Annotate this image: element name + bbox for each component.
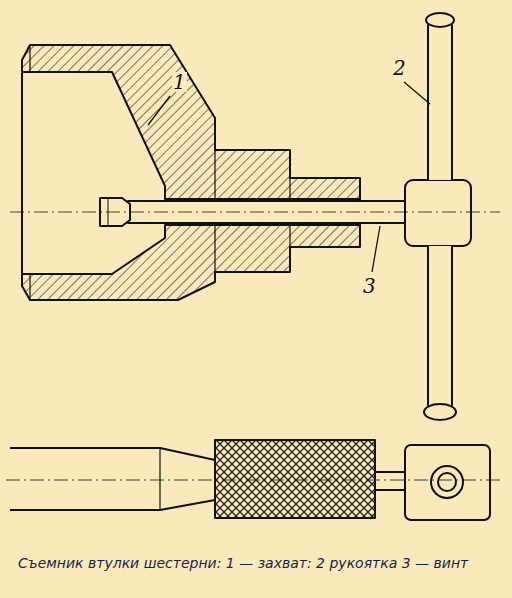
knurled-sleeve bbox=[215, 440, 375, 518]
grip-cavity bbox=[22, 72, 360, 274]
grip-section bbox=[22, 45, 360, 300]
handle-bar-lower bbox=[428, 246, 452, 408]
callout-number: 1 bbox=[172, 72, 187, 92]
figure-caption: Съемник втулки шестерни: 1 — захват: 2 р… bbox=[18, 553, 498, 573]
callout-number: 2 bbox=[392, 58, 407, 78]
handle-bar bbox=[428, 19, 452, 180]
handle-end-view bbox=[405, 445, 490, 520]
handle-block bbox=[405, 180, 471, 246]
callout-number: 3 bbox=[362, 276, 377, 296]
grip-outer-view bbox=[10, 448, 215, 510]
